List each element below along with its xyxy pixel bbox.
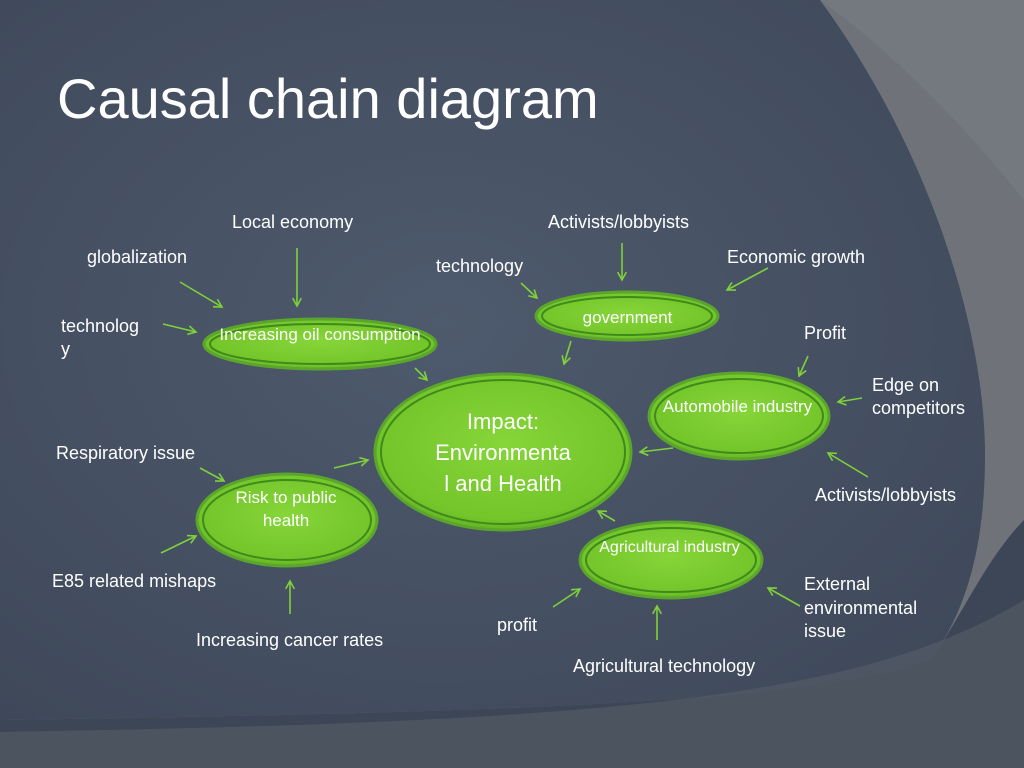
arrow-external [766,587,801,607]
arrow-profit-auto [797,355,809,378]
factor-agri-technology: Agricultural technology [573,656,756,676]
factor-external-line1: External [804,574,871,594]
node-ellipse-automobile [647,371,831,461]
node-agricultural-label: Agricultural industry [599,539,740,556]
node-oil-consumption-label: Increasing oil consumption [219,325,421,344]
factor-profit-agri: profit [497,615,538,635]
arrow-technology-gov [520,282,539,300]
factor-local-economy: Local economy [232,212,354,232]
factor-profit-auto: Profit [804,323,847,343]
factor-e85: E85 related mishaps [52,571,217,591]
factor-edge-line2: competitors [872,398,966,418]
arrow-technology-left [162,323,198,336]
factor-external-line3: issue [804,621,847,641]
node-impact-label: Impact: Environmenta l and Health [435,409,571,496]
arrow-cancer [284,579,296,614]
factor-edge-line1: Edge on [872,375,940,395]
factor-external-line2: environmental [804,598,918,618]
arrow-economic-growth [725,267,769,291]
factor-economic-growth: Economic growth [727,247,866,267]
factor-technology-gov: technology [436,256,524,276]
factor-cancer: Increasing cancer rates [196,630,384,650]
factor-activists-top: Activists/lobbyists [548,212,690,232]
background-corner [820,0,1024,200]
factor-globalization: globalization [87,247,188,267]
background-swoosh [0,600,1024,768]
arrow-activists-top [616,243,628,282]
factor-respiratory: Respiratory issue [56,443,196,463]
arrow-gov-to-impact [561,340,572,366]
arrow-auto-to-impact [638,446,674,457]
arrow-agri-to-impact [596,510,616,522]
node-ellipse-agricultural [578,520,764,600]
node-ellipse-government [534,290,720,342]
arrow-risk-to-impact [333,456,370,469]
arrow-respiratory [199,467,226,482]
node-ellipse-impact [373,372,633,532]
arrow-local-economy [291,248,303,308]
factor-activists-right: Activists/lobbyists [815,485,957,505]
factor-technology-left-line2: y [61,339,70,359]
node-automobile-label: Automobile industry [662,397,813,416]
node-government-label: government [582,308,673,327]
node-ellipse-risk [195,472,379,568]
factor-technology-left-line1: technolog [61,316,140,336]
slide-title: Causal chain diagram [57,67,599,130]
node-ellipses [195,290,831,600]
arrow-edge [836,395,863,406]
arrow-globalization [179,281,224,308]
arrow-profit-agri [552,588,582,608]
arrow-e85 [160,534,198,554]
node-ellipse-oil-consumption [202,317,438,371]
arrow-activists-right [826,452,869,478]
node-risk-label: Risk to public health [235,488,337,530]
arrow-agri-technology [651,604,663,640]
arrow-oil-to-impact [414,367,429,382]
